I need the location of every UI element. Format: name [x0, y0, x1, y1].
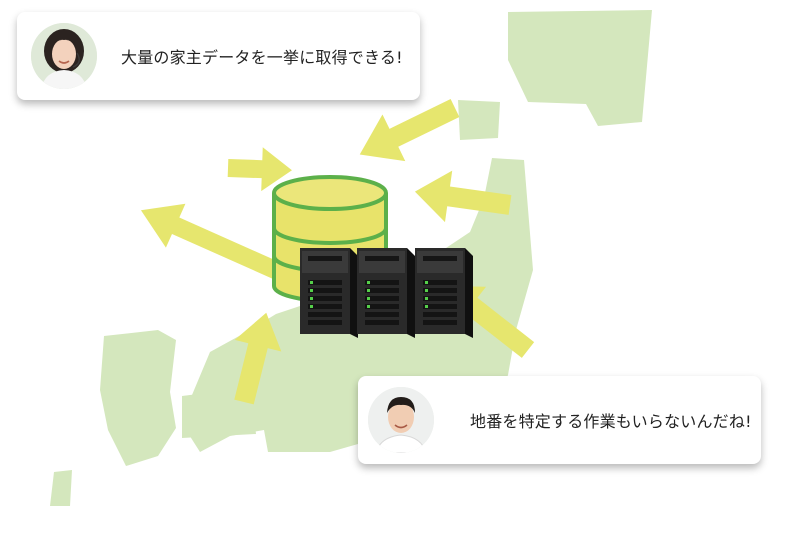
- map-hokkaido-tip: [458, 100, 500, 140]
- man-message: 地番を特定する作業もいらないんだね!: [470, 412, 752, 431]
- server-icon: [357, 248, 415, 338]
- avatar-woman: [31, 23, 97, 89]
- arrow-icon: [227, 147, 292, 192]
- map-shikoku: [182, 388, 256, 438]
- map-okinawa: [50, 470, 72, 506]
- server-icon: [415, 248, 473, 338]
- arrow-icon: [359, 99, 460, 162]
- server-icon: [300, 248, 358, 338]
- map-hokkaido: [508, 10, 652, 126]
- woman-message: 大量の家主データを一挙に取得できる!: [121, 48, 403, 67]
- arrow-icon: [414, 170, 512, 223]
- speech-bubble-woman: 大量の家主データを一挙に取得できる!: [17, 12, 420, 100]
- speech-bubble-man: 地番を特定する作業もいらないんだね!: [358, 376, 761, 464]
- avatar-man: [368, 387, 434, 453]
- map-kyushu: [100, 330, 176, 466]
- arrow-icon: [234, 312, 282, 405]
